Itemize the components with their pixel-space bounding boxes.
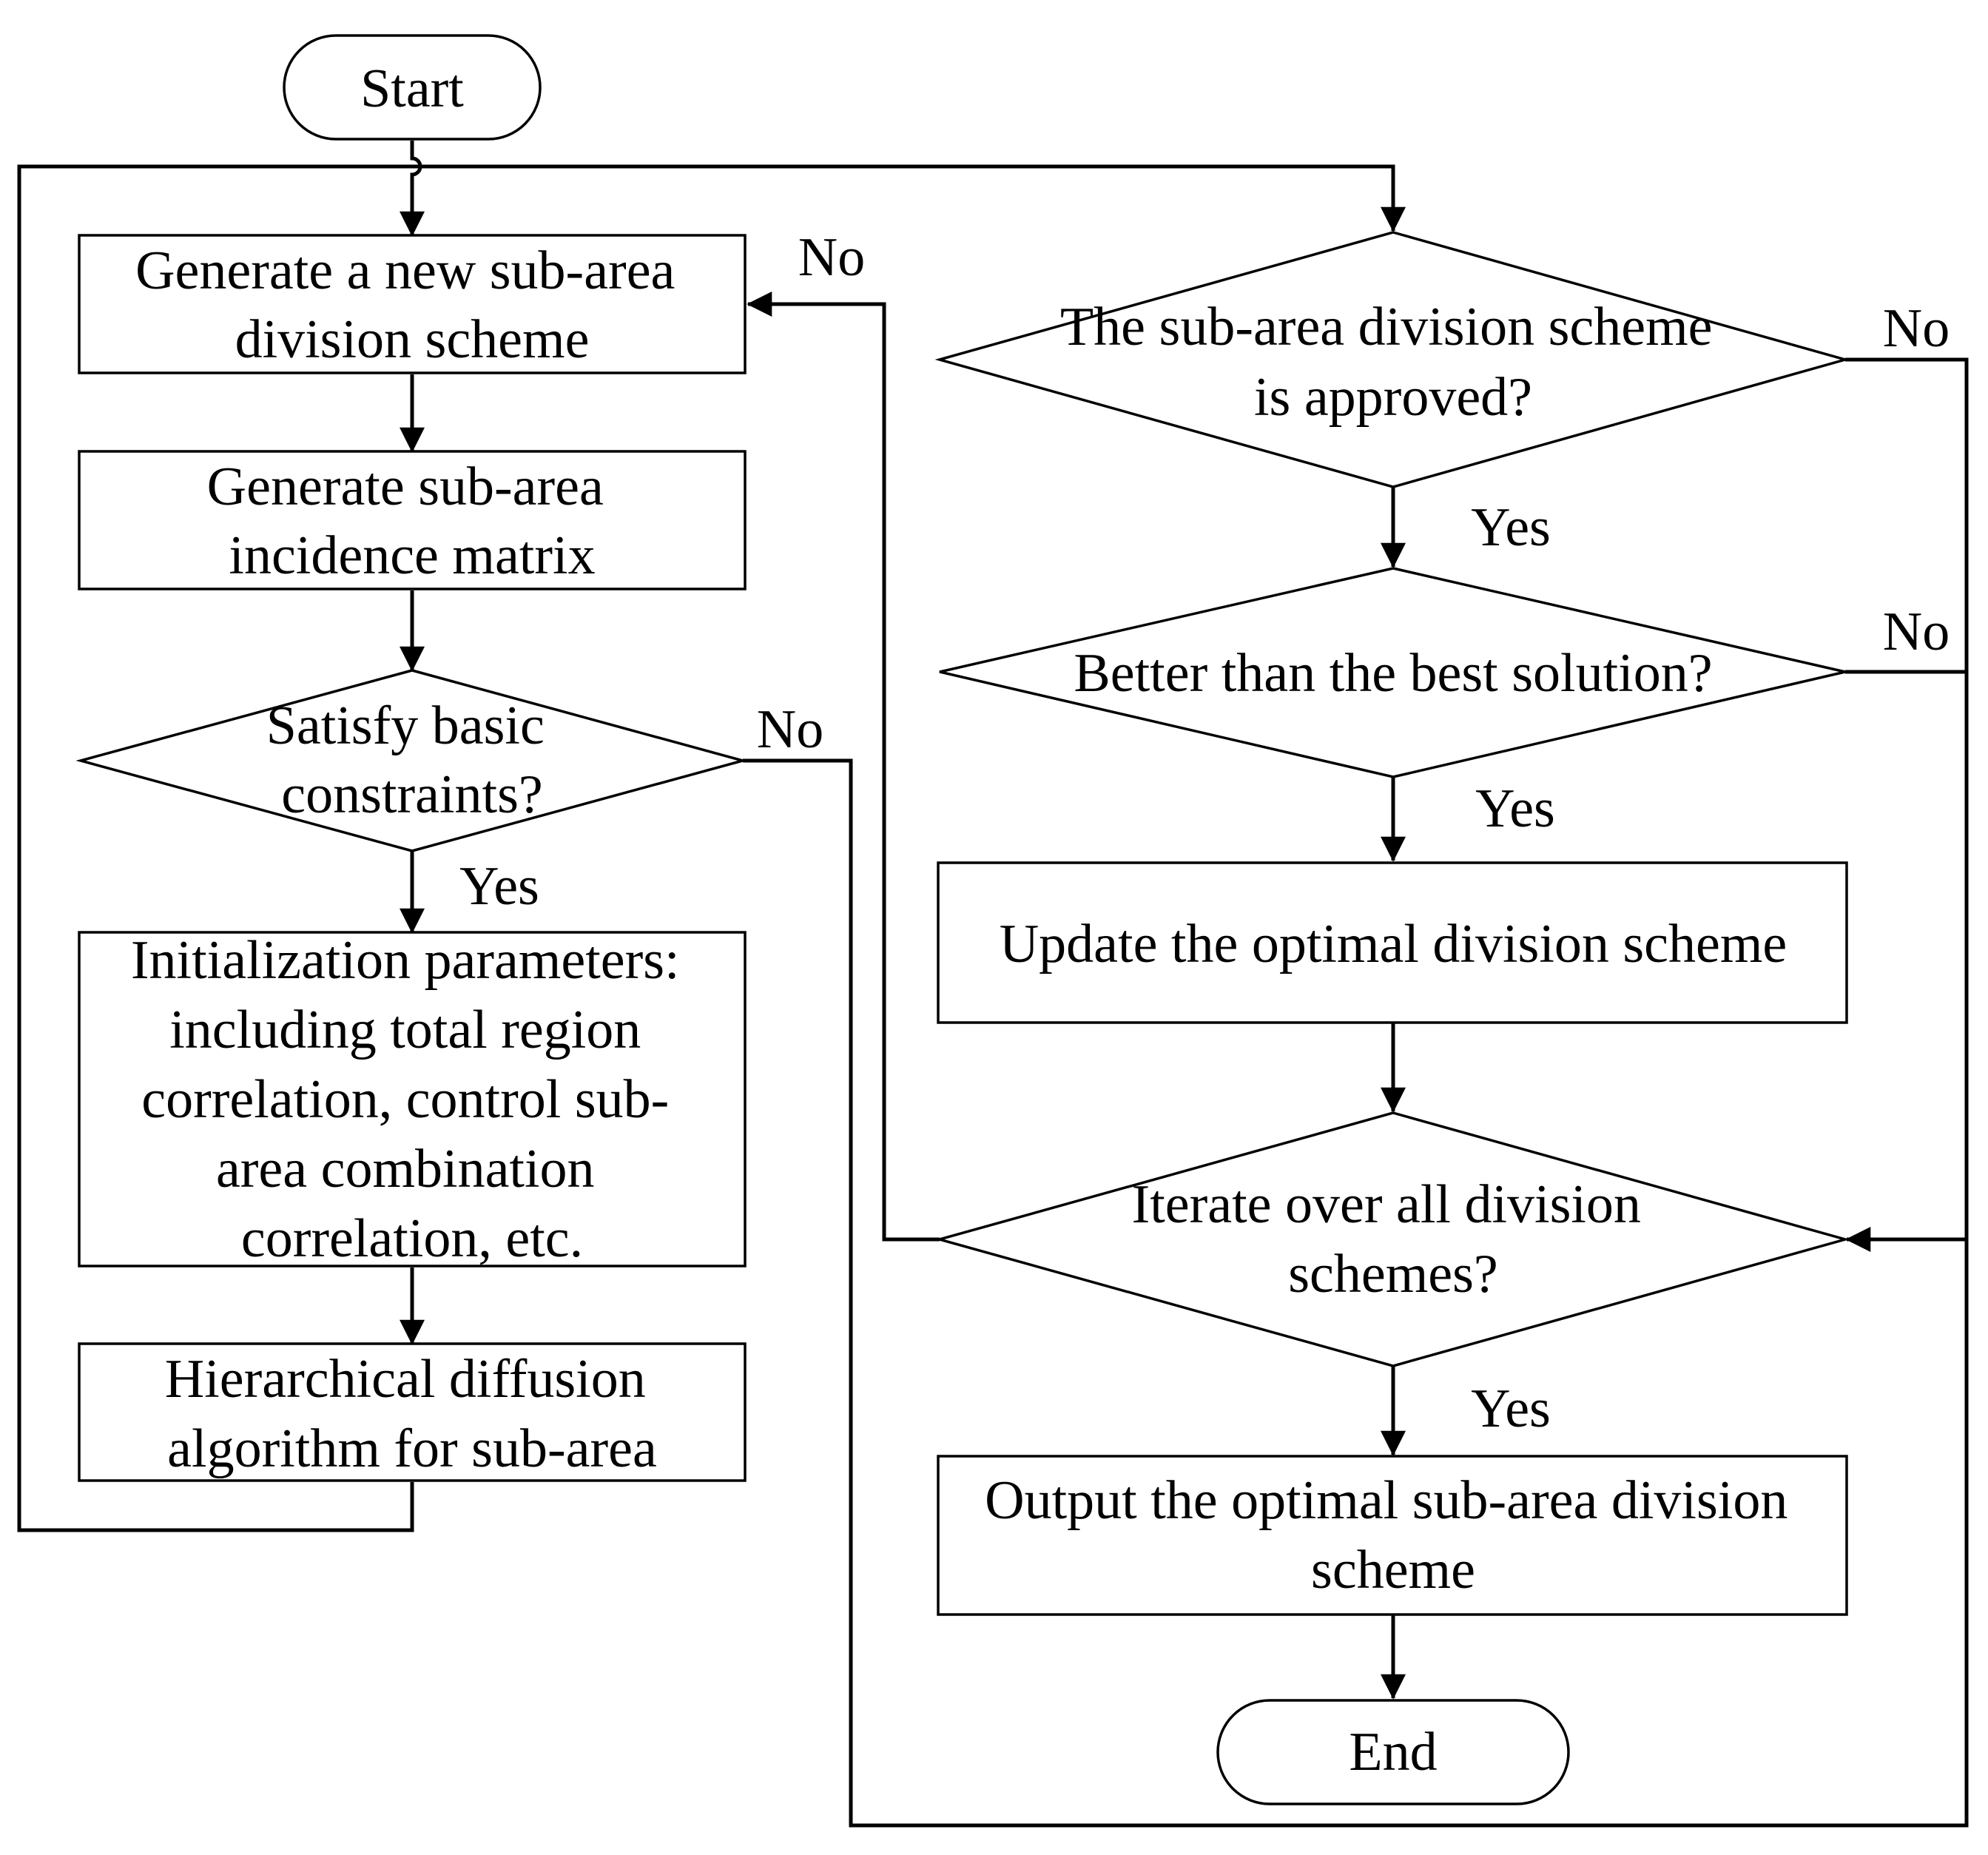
output-label: Output the optimal sub-area division sch…: [985, 1470, 1802, 1600]
update-label: Update the optimal division scheme: [1000, 914, 1787, 974]
node-labels: Start Generate a new sub-area division s…: [131, 58, 1802, 1782]
connectors: [17, 141, 1969, 1828]
constraints-label: Satisfy basic constraints?: [266, 696, 559, 825]
init-params-box: [78, 931, 747, 1267]
init-params-label: Initialization parameters: including tot…: [131, 930, 693, 1269]
start-terminal: [283, 34, 542, 141]
approved-yes-label: Yes: [1471, 497, 1551, 558]
iterate-label: Iterate over all division schemes?: [1132, 1174, 1655, 1304]
arrow-iterate-no: [747, 292, 940, 1242]
incidence-matrix-box: [78, 450, 747, 590]
better-decision: [939, 567, 1846, 778]
iterate-yes-label: Yes: [1471, 1378, 1551, 1439]
generate-scheme-label: Generate a new sub-area division scheme: [135, 240, 689, 370]
constraints-no-label: No: [757, 699, 823, 760]
constraints-decision: [75, 669, 748, 852]
arrow-approved-no: [1845, 357, 1969, 1239]
iterate-decision: [934, 1111, 1850, 1367]
arrow-diffusion-loop-to-approved: [17, 164, 1406, 1532]
better-yes-label: Yes: [1475, 778, 1555, 839]
approved-label: The sub-area division scheme is approved…: [1060, 297, 1726, 428]
diffusion-box: [78, 1342, 747, 1482]
generate-scheme-box: [78, 234, 747, 374]
edge-labels: No Yes No No Yes No Yes Yes: [459, 227, 1950, 1439]
approved-no-label: No: [1883, 298, 1950, 359]
diffusion-label: Hierarchical diffusion algorithm for sub…: [165, 1349, 660, 1479]
update-box: [937, 861, 1848, 1024]
better-label: Better than the best solution?: [1074, 643, 1712, 704]
end-terminal: [1216, 1699, 1570, 1805]
nodes: [75, 34, 1850, 1805]
iterate-no-label: No: [798, 227, 865, 288]
arrow-start-to-generate: [400, 141, 425, 237]
output-box: [937, 1455, 1848, 1616]
end-label: End: [1349, 1722, 1437, 1782]
start-label: Start: [360, 58, 464, 119]
arrow-constraints-no: [743, 758, 1969, 1828]
constraints-yes-label: Yes: [459, 856, 539, 917]
incidence-matrix-label: Generate sub-area incidence matrix: [207, 457, 618, 586]
better-no-label: No: [1883, 602, 1950, 662]
approved-decision: [934, 231, 1850, 488]
